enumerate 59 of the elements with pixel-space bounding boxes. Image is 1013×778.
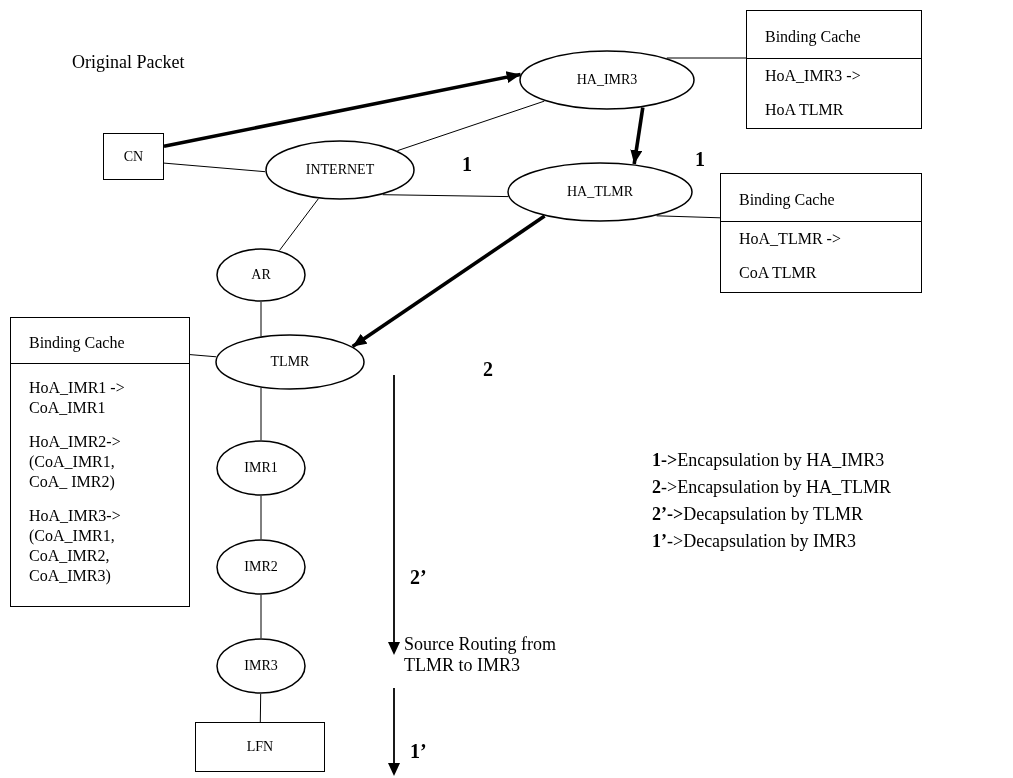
connector-line (260, 495, 262, 540)
annotation-text: Source Routing from TLMR to IMR3 (404, 634, 557, 676)
step-number: 2 (483, 358, 493, 381)
node-label: HA_TLMR (566, 184, 634, 200)
ellipse-node (265, 140, 415, 200)
table-entry: HoA TLMR (764, 100, 845, 120)
table-header: Binding Cache (11, 318, 189, 364)
ellipse-node (215, 334, 365, 390)
box-node (103, 133, 164, 180)
table-entry: HoA_IMR3 -> (764, 66, 862, 86)
legend-note: 1->Encapsulation by HA_IMR3 (652, 450, 886, 471)
node-label: CN (123, 148, 144, 165)
binding-cache-table (746, 10, 922, 129)
step-number: 2’ (410, 566, 427, 589)
connector-line (382, 194, 509, 198)
node-label: HA_IMR3 (576, 72, 638, 88)
step-number: 1 (462, 153, 472, 176)
connector-line (260, 301, 262, 337)
connector-line (279, 198, 319, 251)
table-header: Binding Cache (747, 11, 921, 59)
arrow (630, 107, 645, 165)
binding-cache-table (720, 173, 922, 293)
binding-cache-table (10, 317, 190, 607)
node-label: IMR2 (244, 559, 278, 575)
ellipse-node (216, 539, 306, 595)
legend-note: 2’->Decapsulation by TLMR (652, 504, 864, 525)
connector-line (666, 57, 747, 59)
table-entry: HoA_IMR3-> (CoA_IMR1, CoA_IMR2, CoA_IMR3) (28, 506, 122, 586)
table-entry: HoA_IMR1 -> CoA_IMR1 (28, 378, 126, 418)
annotation-text: Original Packet (72, 52, 185, 73)
arrow (163, 71, 521, 149)
ellipse-node (216, 440, 306, 496)
step-number: 1’ (410, 740, 427, 763)
connector-line (163, 162, 266, 173)
box-node (195, 722, 325, 772)
node-label: AR (251, 267, 271, 283)
connector-line (260, 387, 262, 441)
legend-note: 2->Encapsulation by HA_TLMR (652, 477, 893, 498)
table-entry: HoA_IMR2-> (CoA_IMR1, CoA_ IMR2) (28, 432, 122, 492)
table-entry: CoA TLMR (738, 263, 818, 283)
connector-line (656, 215, 721, 219)
ellipse-node (216, 248, 306, 302)
connector-line (396, 100, 545, 152)
legend-note: 1’->Decapsulation by IMR3 (652, 531, 858, 552)
connector-line (260, 594, 262, 639)
node-label: TLMR (270, 354, 310, 370)
arrow (351, 214, 546, 349)
node-label: LFN (246, 739, 274, 755)
connector-line (189, 354, 217, 358)
ellipse-node (507, 162, 693, 222)
step-number: 1 (695, 148, 705, 171)
table-entry: HoA_TLMR -> (738, 229, 842, 249)
table-header: Binding Cache (721, 174, 921, 222)
node-label: IMR1 (244, 460, 278, 476)
node-label: IMR3 (244, 658, 278, 674)
connector-line (259, 693, 262, 723)
node-label: INTERNET (305, 162, 375, 178)
ellipse-node (519, 50, 695, 110)
ellipse-node (216, 638, 306, 694)
